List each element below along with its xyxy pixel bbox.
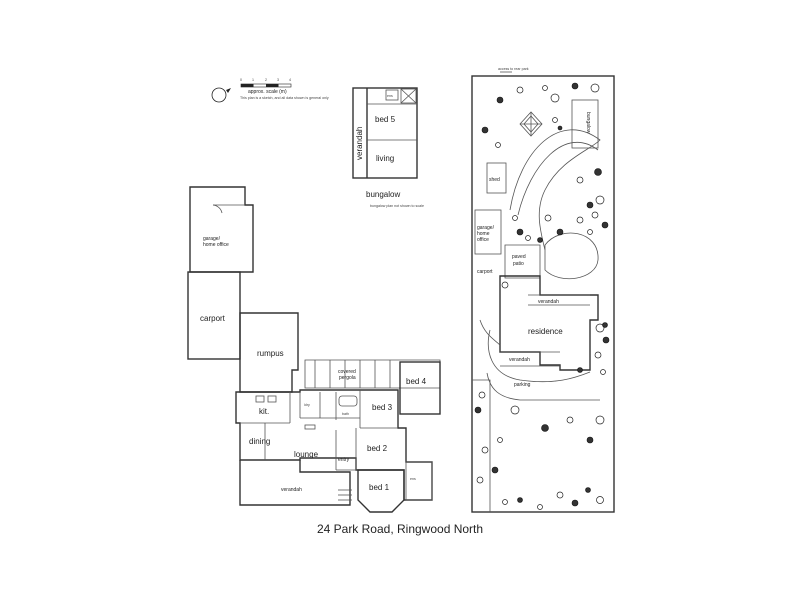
bungalow-living-label: living <box>376 154 394 163</box>
site-verandah-top-label: verandah <box>538 299 559 305</box>
bungalow-bed-label: bed 5 <box>375 115 396 124</box>
pergola-label-1: covered <box>338 369 356 375</box>
site-top-note: access to rear park <box>498 67 529 71</box>
scale-tick: 3 <box>277 78 279 82</box>
lounge-label: lounge <box>294 450 319 459</box>
site-garage-label-1: garage/ <box>477 225 495 231</box>
site-bungalow-label: bungalow <box>585 112 591 134</box>
scale-tick: 2 <box>265 78 267 82</box>
parking-label: parking <box>514 382 531 388</box>
scale-tick: 0 <box>240 78 242 82</box>
bed1-label: bed 1 <box>369 483 390 492</box>
garage-label-1: garage/ <box>203 236 221 242</box>
kit-label: kit. <box>259 407 269 416</box>
scale-note: This plan is a sketch, and all data show… <box>240 96 329 100</box>
dining-label: dining <box>249 437 270 446</box>
scale-tick: 1 <box>252 78 254 82</box>
north-arrow-icon <box>211 87 231 103</box>
site-shed-label: shed <box>489 177 500 183</box>
ldry-label: ldry <box>304 403 310 407</box>
house-carport-label: carport <box>200 314 226 323</box>
scale-tick: 4 <box>289 78 291 82</box>
garage-label-2: home office <box>203 242 229 248</box>
scale-bar: 0 1 2 3 4 approx. scale (m) This plan is… <box>240 78 329 100</box>
bungalow-verandah-label: verandah <box>355 127 364 160</box>
address-caption: 24 Park Road, Ringwood North <box>316 522 484 536</box>
bungalow-ens-label: ens <box>387 94 393 98</box>
entry-label: entry <box>338 457 350 463</box>
paved-patio-label-1: paved <box>512 254 526 260</box>
paved-patio-label-2: patio <box>513 261 524 267</box>
house-plan: garage/ home office carport rumpus cover… <box>187 186 441 513</box>
house-verandah-label: verandah <box>281 487 302 493</box>
house-ens-label: ens <box>410 477 416 481</box>
pergola-label-2: pergola <box>339 375 356 381</box>
bungalow-note: bungalow plan not shown to scale <box>370 204 424 208</box>
rumpus-label: rumpus <box>257 349 284 358</box>
scale-label: approx. scale (m) <box>248 89 287 95</box>
site-garage-label-3: office <box>477 237 489 243</box>
bed3-label: bed 3 <box>372 403 393 412</box>
site-carport-label: carport <box>477 269 493 275</box>
bed2-label: bed 2 <box>367 444 388 453</box>
site-verandah-bottom-label: verandah <box>509 357 530 363</box>
site-plan: access to rear park bungalow shed garage… <box>471 67 615 513</box>
bed4-label: bed 4 <box>406 377 427 386</box>
bungalow-plan: verandah bed 5 living ens bungalow bunga… <box>352 87 424 208</box>
trees <box>474 82 610 510</box>
site-garage-label-2: home <box>477 231 490 237</box>
bath-label: bath <box>342 412 349 416</box>
residence-label: residence <box>528 327 563 336</box>
bungalow-title: bungalow <box>366 190 400 199</box>
